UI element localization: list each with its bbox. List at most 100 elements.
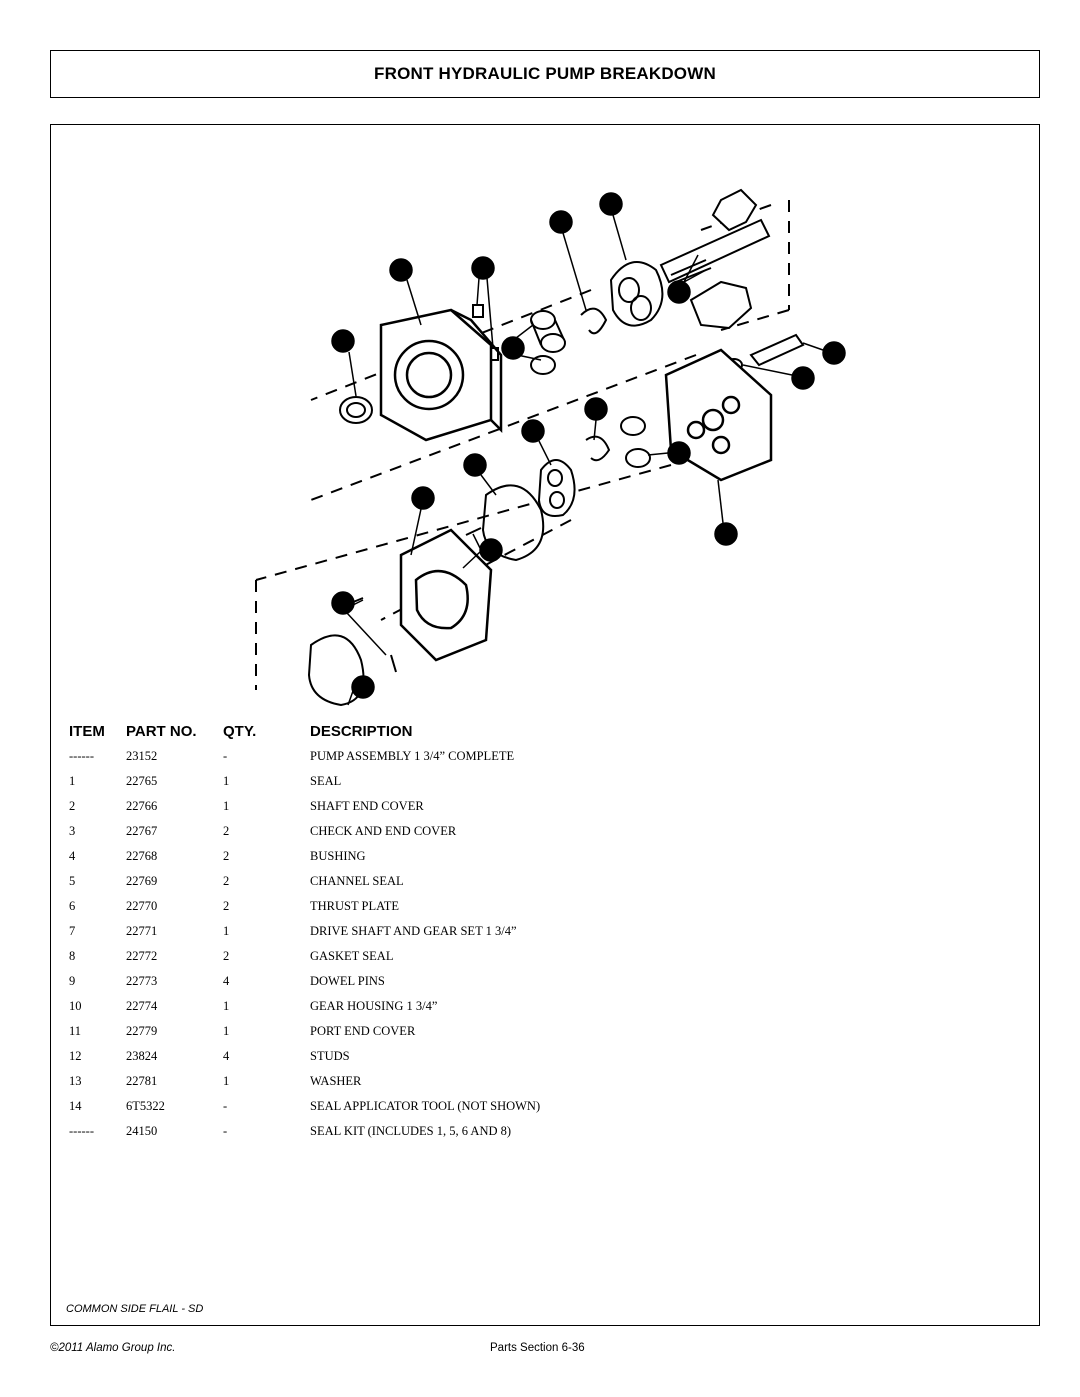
- cell-description: DRIVE SHAFT AND GEAR SET 1 3/4”: [310, 924, 517, 938]
- cell-item: 1: [69, 774, 76, 788]
- cell-item: 2: [69, 799, 76, 813]
- callout-3: [471, 256, 495, 349]
- cell-part-no: 22766: [126, 799, 158, 813]
- cell-item: ------: [69, 749, 94, 763]
- cell-description: SHAFT END COVER: [310, 799, 424, 813]
- callout-label-12: 12: [827, 346, 841, 360]
- header-qty: QTY.: [223, 723, 257, 740]
- callout-label-13: 13: [796, 371, 810, 385]
- table-row: 12 23824 4 STUDS: [51, 1049, 1039, 1074]
- callout-9b: [331, 591, 387, 656]
- cell-description: THRUST PLATE: [310, 899, 400, 913]
- callout-10: [410, 486, 435, 556]
- cell-qty: -: [223, 1124, 228, 1138]
- cell-description: DOWEL PINS: [310, 974, 385, 988]
- callout-label-11: 11: [720, 527, 733, 541]
- callout-label-6: 6: [608, 197, 615, 211]
- thrust-plate-top: [609, 261, 664, 327]
- table-row: 1 22765 1 SEAL: [51, 774, 1039, 799]
- callout-label-7: 7: [676, 285, 683, 299]
- cell-item: 13: [69, 1074, 82, 1088]
- callout-label-8b: 8: [360, 680, 367, 694]
- table-row: 8 22772 2 GASKET SEAL: [51, 949, 1039, 974]
- cell-part-no: 22774: [126, 999, 158, 1013]
- cell-qty: -: [223, 749, 228, 763]
- shaft-end-cover: [379, 308, 503, 442]
- cell-qty: 2: [223, 874, 230, 888]
- cell-qty: 4: [223, 974, 230, 988]
- cell-description: SEAL KIT (INCLUDES 1, 5, 6 AND 8): [310, 1124, 512, 1138]
- callout-label-5: 5: [558, 215, 565, 229]
- callout-12: [802, 341, 846, 365]
- callout-label-2: 2: [398, 263, 405, 277]
- cell-description: STUDS: [310, 1049, 350, 1063]
- cell-qty: -: [223, 1099, 228, 1113]
- header-item: ITEM: [69, 723, 105, 740]
- drive-shaft-gear-set: [659, 188, 771, 330]
- callout-label-6b: 6: [530, 424, 537, 438]
- callout-11: [714, 479, 738, 546]
- table-row: 11 22779 1 PORT END COVER: [51, 1024, 1039, 1049]
- cell-qty: 1: [223, 1024, 230, 1038]
- callout-13: [742, 364, 815, 390]
- table-row: 5 22769 2 CHANNEL SEAL: [51, 874, 1039, 899]
- callout-label-3: 3: [480, 261, 487, 275]
- seal-ring: [339, 396, 373, 424]
- copyright: ©2011 Alamo Group Inc.: [50, 1342, 176, 1354]
- cell-item: 10: [69, 999, 82, 1013]
- table-header: ITEM PART NO. QTY. DESCRIPTION: [51, 723, 1039, 745]
- callout-label-5b: 5: [593, 402, 600, 416]
- cell-item: 8: [69, 949, 76, 963]
- cell-item: 5: [69, 874, 76, 888]
- cell-item: ------: [69, 1124, 94, 1138]
- callout-4b: [647, 441, 691, 465]
- cell-qty: 1: [223, 774, 230, 788]
- cell-description: CHECK AND END COVER: [310, 824, 457, 838]
- callout-6: [599, 192, 627, 261]
- cell-description: WASHER: [310, 1074, 362, 1088]
- table-row: ------ 24150 - SEAL KIT (INCLUDES 1, 5, …: [51, 1124, 1039, 1149]
- cell-description: PORT END COVER: [310, 1024, 416, 1038]
- parts-table: ------ 23152 - PUMP ASSEMBLY 1 3/4” COMP…: [51, 749, 1039, 1149]
- table-row: 6 22770 2 THRUST PLATE: [51, 899, 1039, 924]
- cell-qty: 4: [223, 1049, 230, 1063]
- cell-qty: 2: [223, 824, 230, 838]
- callout-1: [331, 329, 357, 397]
- cell-part-no: 6T5322: [126, 1099, 165, 1113]
- channel-seal-lower: [585, 435, 611, 462]
- callout-label-9: 9: [488, 543, 495, 557]
- callout-labels: 1 2 3 4 5 6 7 12 13 6 5 8 4 11 10 9 9 8: [340, 197, 841, 694]
- cell-part-no: 22770: [126, 899, 158, 913]
- table-row: 9 22773 4 DOWEL PINS: [51, 974, 1039, 999]
- cell-item: 9: [69, 974, 76, 988]
- channel-seal-top: [580, 307, 608, 335]
- cell-part-no: 22767: [126, 824, 158, 838]
- cell-item: 7: [69, 924, 76, 938]
- cell-description: BUSHING: [310, 849, 366, 863]
- cell-part-no: 22765: [126, 774, 158, 788]
- exploded-pump-diagram: 1 2 3 4 5 6 7 12 13 6 5 8 4 11 10 9 9 8: [251, 160, 911, 735]
- cell-part-no: 24150: [126, 1124, 158, 1138]
- cell-part-no: 22772: [126, 949, 158, 963]
- content-box: 1 2 3 4 5 6 7 12 13 6 5 8 4 11 10 9 9 8 …: [50, 124, 1040, 1326]
- cell-part-no: 22773: [126, 974, 158, 988]
- cell-item: 11: [69, 1024, 82, 1038]
- cell-qty: 1: [223, 999, 230, 1013]
- cell-part-no: 22781: [126, 1074, 158, 1088]
- cell-part-no: 22769: [126, 874, 158, 888]
- bushings-top: [530, 310, 566, 375]
- cell-item: 3: [69, 824, 76, 838]
- cell-qty: 1: [223, 1074, 230, 1088]
- cell-description: SEAL APPLICATOR TOOL (NOT SHOWN): [310, 1099, 541, 1113]
- cell-item: 14: [69, 1099, 82, 1113]
- cell-qty: 1: [223, 799, 230, 813]
- page-title-box: FRONT HYDRAULIC PUMP BREAKDOWN: [50, 50, 1040, 98]
- table-row: ------ 23152 - PUMP ASSEMBLY 1 3/4” COMP…: [51, 749, 1039, 774]
- cell-part-no: 23824: [126, 1049, 158, 1063]
- callout-5: [549, 210, 587, 311]
- cell-qty: 2: [223, 899, 230, 913]
- cell-description: GEAR HOUSING 1 3/4”: [310, 999, 438, 1013]
- cell-item: 6: [69, 899, 76, 913]
- cell-part-no: 22779: [126, 1024, 158, 1038]
- cell-description: SEAL: [310, 774, 342, 788]
